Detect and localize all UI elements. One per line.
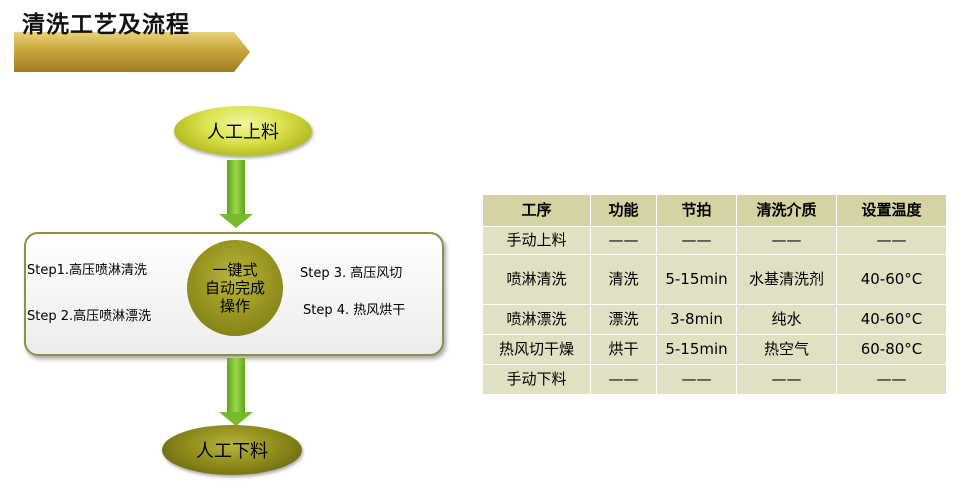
title-banner (14, 32, 250, 72)
table-cell: 喷淋清洗 (482, 254, 591, 305)
process-table: 工序 功能 节拍 清洗介质 设置温度 手动上料 —— —— —— —— 喷淋清洗… (482, 194, 947, 395)
one-click-line-3: 操作 (219, 297, 250, 315)
page-title: 清洗工艺及流程 (22, 12, 190, 38)
table-cell: 水基清洗剂 (736, 254, 837, 305)
one-click-line-1: 一键式 (212, 261, 258, 279)
column-header: 设置温度 (836, 194, 947, 227)
step-3-label: Step 3. 高压风切 (300, 266, 403, 281)
table-cell: 40-60°C (836, 304, 947, 335)
table-cell: 清洗 (590, 254, 657, 305)
one-click-line-2: 自动完成 (204, 279, 265, 297)
arrow-down-icon (219, 160, 253, 228)
table-cell: —— (656, 226, 737, 255)
start-node-label: 人工上料 (207, 122, 279, 143)
table-cell: 纯水 (736, 304, 837, 335)
table-row: 热风切干燥 烘干 5-15min 热空气 60-80°C (482, 334, 947, 365)
table-cell: —— (836, 226, 947, 255)
table-cell: 漂洗 (590, 304, 657, 335)
one-click-node: 一键式 自动完成 操作 (187, 240, 283, 336)
table-cell: 热风切干燥 (482, 334, 591, 365)
table-cell: 60-80°C (836, 334, 947, 365)
column-header: 功能 (590, 194, 657, 227)
table-cell: 3-8min (656, 304, 737, 335)
table-cell: —— (836, 364, 947, 395)
table-cell: 5-15min (656, 254, 737, 305)
column-header: 工序 (482, 194, 591, 227)
start-node: 人工上料 (174, 106, 312, 156)
step-4-label: Step 4. 热风烘干 (303, 303, 406, 318)
table-cell: —— (590, 364, 657, 395)
table-row: 喷淋漂洗 漂洗 3-8min 纯水 40-60°C (482, 304, 947, 335)
table-cell: —— (656, 364, 737, 395)
arrow-down-icon (219, 358, 253, 426)
medium-text: 水基清洗剂 (748, 270, 824, 288)
table-row: 喷淋清洗 清洗 5-15min 水基清洗剂 40-60°C (482, 254, 947, 305)
table-cell: 手动上料 (482, 226, 591, 255)
table-row: 手动上料 —— —— —— —— (482, 226, 947, 255)
column-header: 节拍 (656, 194, 737, 227)
table-cell: 40-60°C (836, 254, 947, 305)
table-cell: 5-15min (656, 334, 737, 365)
step-1-label: Step1.高压喷淋清洗 (27, 263, 148, 278)
column-header: 清洗介质 (736, 194, 837, 227)
table-cell: 热空气 (736, 334, 837, 365)
table-row: 手动下料 —— —— —— —— (482, 364, 947, 395)
table-cell: 喷淋漂洗 (482, 304, 591, 335)
end-node: 人工下料 (162, 425, 302, 475)
step-2-label: Step 2.高压喷淋漂洗 (27, 309, 152, 324)
end-node-label: 人工下料 (196, 441, 268, 462)
table-cell: 烘干 (590, 334, 657, 365)
table-cell: —— (736, 226, 837, 255)
table-cell: —— (736, 364, 837, 395)
table-header-row: 工序 功能 节拍 清洗介质 设置温度 (482, 194, 947, 227)
table-cell: 手动下料 (482, 364, 591, 395)
table-cell: —— (590, 226, 657, 255)
